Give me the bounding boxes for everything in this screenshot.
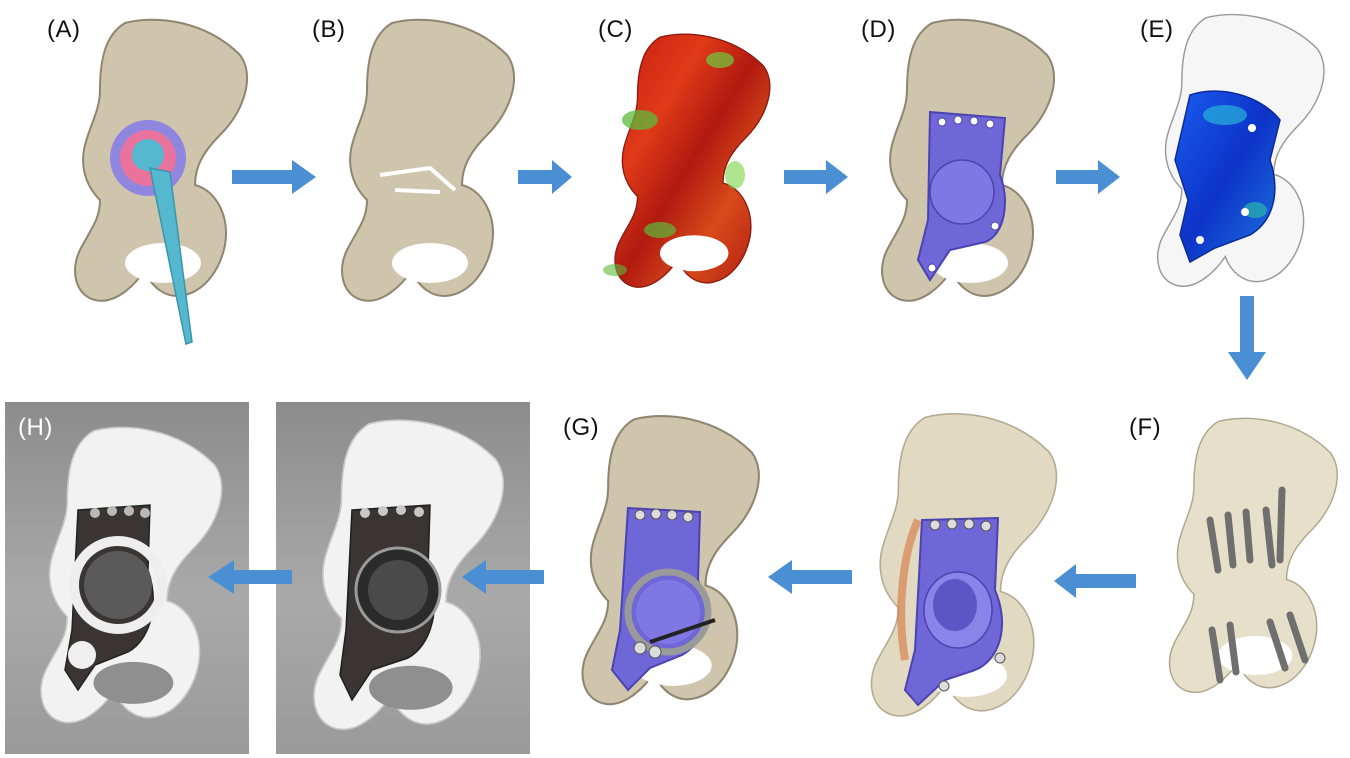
pelvis-g-guide	[583, 416, 759, 704]
pelvis-a	[75, 20, 247, 344]
arrow-f-to-cup	[1054, 564, 1136, 598]
arrow-c-to-d	[784, 160, 848, 194]
label-h: (H)	[18, 414, 53, 442]
pelvis-e-stress-map	[1158, 15, 1324, 287]
arrow-a-to-b	[232, 160, 316, 194]
arrow-d-to-e	[1056, 160, 1120, 194]
pelvis-f-screws	[1170, 418, 1338, 692]
arrow-g-to-h-right	[462, 560, 544, 594]
arrow-cup-to-g	[768, 560, 852, 594]
arrow-b-to-c	[518, 160, 572, 194]
printed-model-with-guide	[41, 427, 222, 722]
pelvis-b	[342, 20, 514, 301]
pelvis-d-implant	[882, 20, 1054, 301]
arrow-h-right-to-left	[208, 560, 292, 594]
pelvis-implant-cup	[872, 414, 1057, 716]
arrow-e-to-f	[1228, 296, 1266, 380]
pelvis-c-heatmap	[603, 34, 770, 287]
